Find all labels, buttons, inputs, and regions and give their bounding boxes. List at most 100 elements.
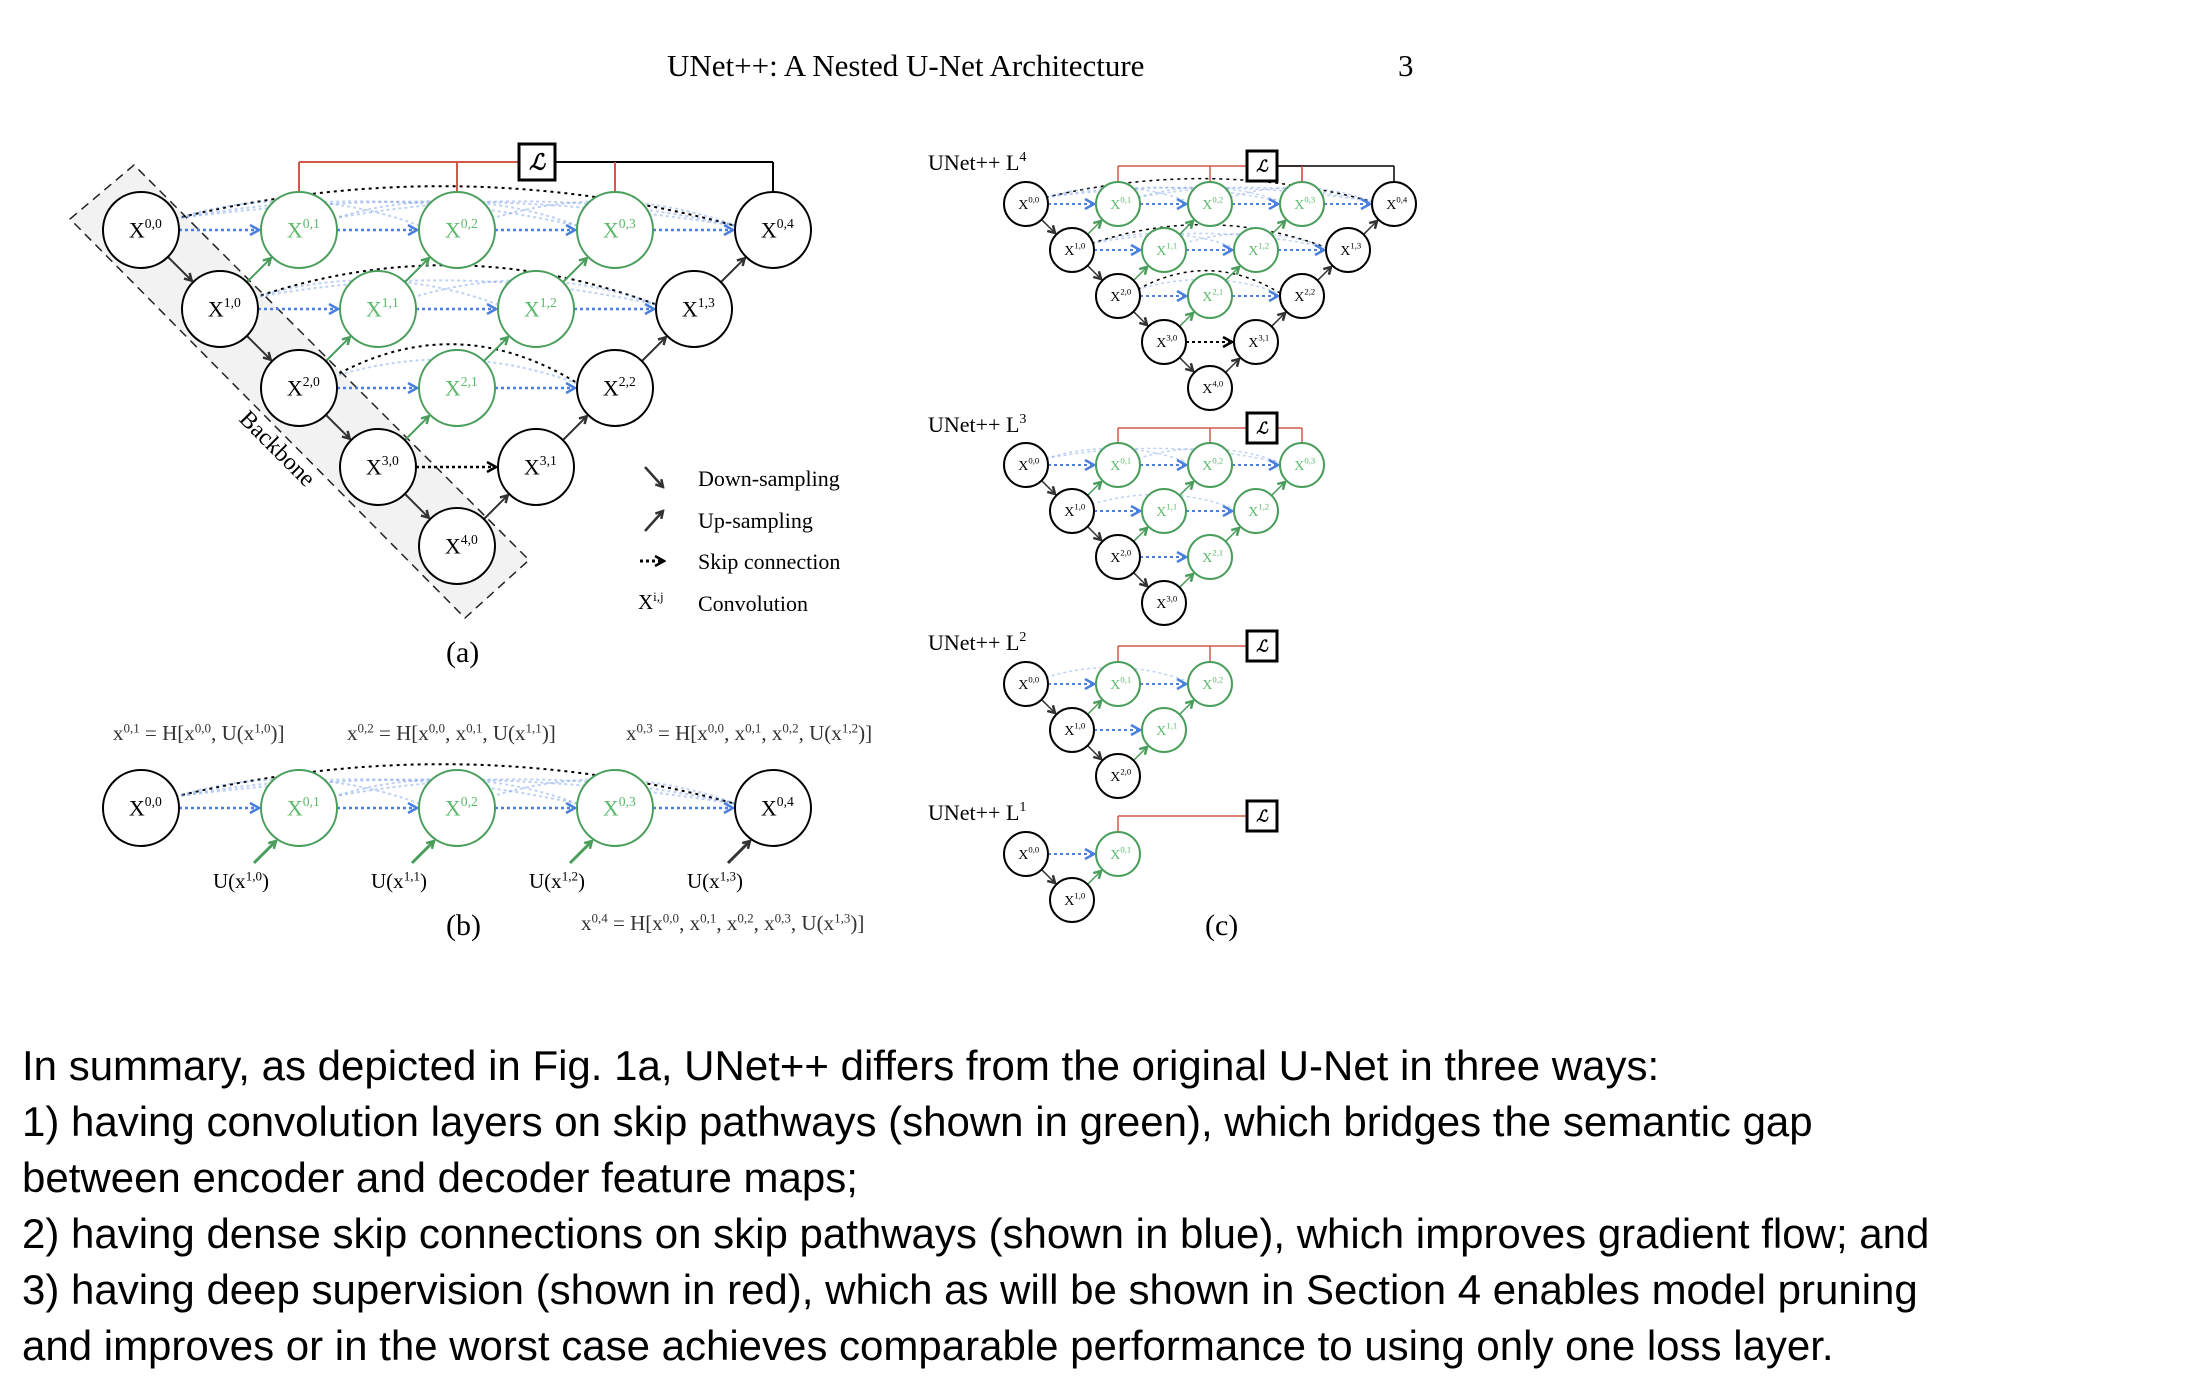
node-x-2-1 (1187, 534, 1233, 580)
node-index: 0,2 (461, 216, 478, 231)
node-index: 0,3 (1304, 456, 1315, 466)
down-arrow-icon (644, 466, 663, 487)
variant-title: UNet++ L4 (928, 150, 1026, 175)
loss-symbol: ℒ (1256, 639, 1269, 656)
convolution-symbol: Xi,j (638, 589, 664, 614)
loss-box (1245, 799, 1279, 833)
node-x-1-1 (1141, 227, 1187, 273)
node-index: 0,2 (1212, 675, 1223, 685)
up-sampling-arrow (404, 416, 429, 441)
node-index: 1,1 (1166, 241, 1177, 251)
up-sampling-arrow (1087, 221, 1101, 235)
node-label: X2,0 (287, 374, 320, 401)
node-x-0-3 (1279, 181, 1325, 227)
node-x-2-1 (418, 349, 496, 427)
node-x-3-1 (497, 428, 575, 506)
node-index: 0,0 (1028, 195, 1039, 205)
down-sampling-arrow (167, 256, 192, 281)
node-index: 0,3 (619, 216, 636, 231)
up-sampling-arrow (1317, 267, 1331, 281)
node-x-0-0 (1003, 831, 1049, 877)
node-x-0-4 (734, 769, 812, 847)
up-sampling-arrow (410, 841, 434, 865)
node-x-0-3 (1279, 442, 1325, 488)
up-sampling-arrow (1225, 359, 1239, 373)
legend-label-convolution: Convolution (698, 591, 808, 616)
node-x-1-1 (1141, 707, 1187, 753)
up-sampling-arrow (1179, 221, 1193, 235)
up-sampling-arrow (562, 258, 587, 283)
up-sampling-arrow (568, 841, 592, 865)
node-index: 2,0 (1120, 767, 1131, 777)
node-index: 0,4 (1396, 195, 1408, 205)
legend-label-up-sampling: Up-sampling (698, 508, 813, 533)
dense-skip-connection (254, 279, 659, 307)
node-index: 3,1 (1258, 333, 1269, 343)
node-x-1-0 (1049, 877, 1095, 923)
node-index: 1,2 (540, 295, 557, 310)
loss-box (1245, 411, 1279, 445)
down-sampling-arrow (1041, 480, 1055, 494)
formula-x02: x0,2 = H[x0,0, x0,1, U(x1,1)] (347, 721, 556, 745)
node-index: 3,0 (1166, 594, 1177, 604)
loss-symbol: ℒ (1256, 809, 1269, 826)
node-index: 1,0 (224, 295, 241, 310)
node-index: 0,2 (1212, 195, 1223, 205)
dense-skip-connection (333, 200, 738, 228)
figure-1: UNet++: A Nested U-Net Architecture 3 Ba… (68, 48, 1417, 942)
node-index: 1,2 (1258, 502, 1269, 512)
node-index: 0,2 (461, 794, 478, 809)
node-x-0-1 (260, 769, 338, 847)
node-index: 1,0 (1074, 721, 1085, 731)
node-x-2-1 (1187, 273, 1233, 319)
down-sampling-arrow (1179, 357, 1193, 371)
up-sampling-arrow (1271, 313, 1285, 327)
dense-skip-connection (490, 778, 738, 806)
loss-box (1245, 629, 1279, 663)
node-index: 1,0 (1074, 891, 1085, 901)
node-index: 2,2 (1304, 287, 1315, 297)
up-sampling-arrow (483, 337, 508, 362)
caption-a: (a) (446, 636, 479, 669)
node-x-4-0 (1187, 365, 1233, 411)
node-x-2-0 (260, 349, 338, 427)
node-x-2-0 (1095, 273, 1141, 319)
node-x-0-1 (1095, 661, 1141, 707)
node-index: 0,1 (1120, 195, 1131, 205)
node-x-0-2 (418, 769, 496, 847)
down-sampling-arrow (1133, 311, 1147, 325)
node-index: 0,0 (145, 216, 162, 231)
down-sampling-arrow (1087, 745, 1101, 759)
node-x-1-3 (1325, 227, 1371, 273)
up-sampling-arrow (1363, 221, 1377, 235)
node-index: 1,0 (1074, 502, 1085, 512)
node-x-1-2 (1233, 488, 1279, 534)
node-x-3-0 (1141, 580, 1187, 626)
loss-box (1245, 149, 1279, 183)
node-x-0-0 (102, 769, 180, 847)
up-sampling-arrow (641, 337, 666, 362)
variant-title: UNet++ L3 (928, 412, 1026, 437)
dense-skip-connection (174, 778, 422, 806)
up-sampling-arrow (252, 841, 276, 865)
node-x-0-3 (576, 769, 654, 847)
down-sampling-arrow (246, 335, 271, 360)
up-sampling-arrow (246, 258, 271, 283)
node-index: 0,1 (1120, 675, 1131, 685)
up-sampling-arrow (720, 258, 745, 283)
node-index: 0,2 (1212, 456, 1223, 466)
upsample-label: U(x1,0) (213, 869, 269, 893)
formula-x04: x0,4 = H[x0,0, x0,1, x0,2, x0,3, U(x1,3)… (581, 911, 864, 935)
node-index: 1,0 (1074, 241, 1085, 251)
node-x-4-0 (418, 507, 496, 585)
node-x-0-2 (418, 191, 496, 269)
loss-symbol: ℒ (1256, 421, 1269, 438)
dense-skip-connection (411, 279, 659, 307)
down-sampling-arrow (325, 414, 350, 439)
node-x-1-1 (1141, 488, 1187, 534)
node-x-0-0 (1003, 661, 1049, 707)
dense-skip-connection (175, 200, 580, 228)
caption-b: (b) (446, 909, 481, 942)
node-index: 1,1 (1166, 721, 1177, 731)
upsample-label: U(x1,1) (371, 869, 427, 893)
